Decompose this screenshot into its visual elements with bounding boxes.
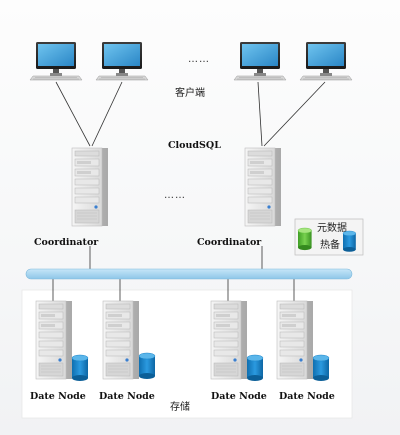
node-links xyxy=(52,279,295,301)
data-node-db-icon xyxy=(138,352,156,380)
data-node-server-icon xyxy=(102,300,140,380)
data-node-label-3: Date Node xyxy=(211,391,267,402)
metadata-label: 元数据 xyxy=(317,221,347,234)
network-bus xyxy=(25,268,353,280)
clients-ellipsis: …… xyxy=(188,54,210,65)
metadata-db-icon xyxy=(297,227,312,251)
cloudsql-label: CloudSQL xyxy=(168,140,221,151)
data-node-db-icon xyxy=(71,354,89,382)
client-monitor-icon xyxy=(95,41,149,81)
coordinator-server-icon xyxy=(71,147,109,227)
coordinator-left-label: Coordinator xyxy=(34,237,99,248)
hot-backup-label: 热备 xyxy=(320,238,340,251)
metadata-hotbackup-box: 元数据 热备 xyxy=(294,218,364,256)
client-monitor-icon xyxy=(29,41,83,81)
coordinator-right-label: Coordinator xyxy=(197,237,262,248)
client-monitor-icon xyxy=(299,41,353,81)
storage-label: 存储 xyxy=(170,400,190,413)
client-links xyxy=(55,81,326,147)
client-monitor-icon xyxy=(233,41,287,81)
data-node-server-icon xyxy=(276,300,314,380)
data-node-label-4: Date Node xyxy=(279,391,335,402)
data-node-label-2: Date Node xyxy=(99,391,155,402)
coordinator-ellipsis: …… xyxy=(164,190,186,201)
data-node-server-icon xyxy=(210,300,248,380)
data-node-label-1: Date Node xyxy=(30,391,86,402)
data-node-server-icon xyxy=(35,300,73,380)
hot-backup-db-icon xyxy=(342,230,356,253)
coordinator-links xyxy=(89,246,263,269)
coordinator-server-icon xyxy=(244,147,282,227)
clients-label: 客户端 xyxy=(175,86,205,99)
data-node-db-icon xyxy=(312,354,330,382)
data-node-db-icon xyxy=(246,354,264,382)
